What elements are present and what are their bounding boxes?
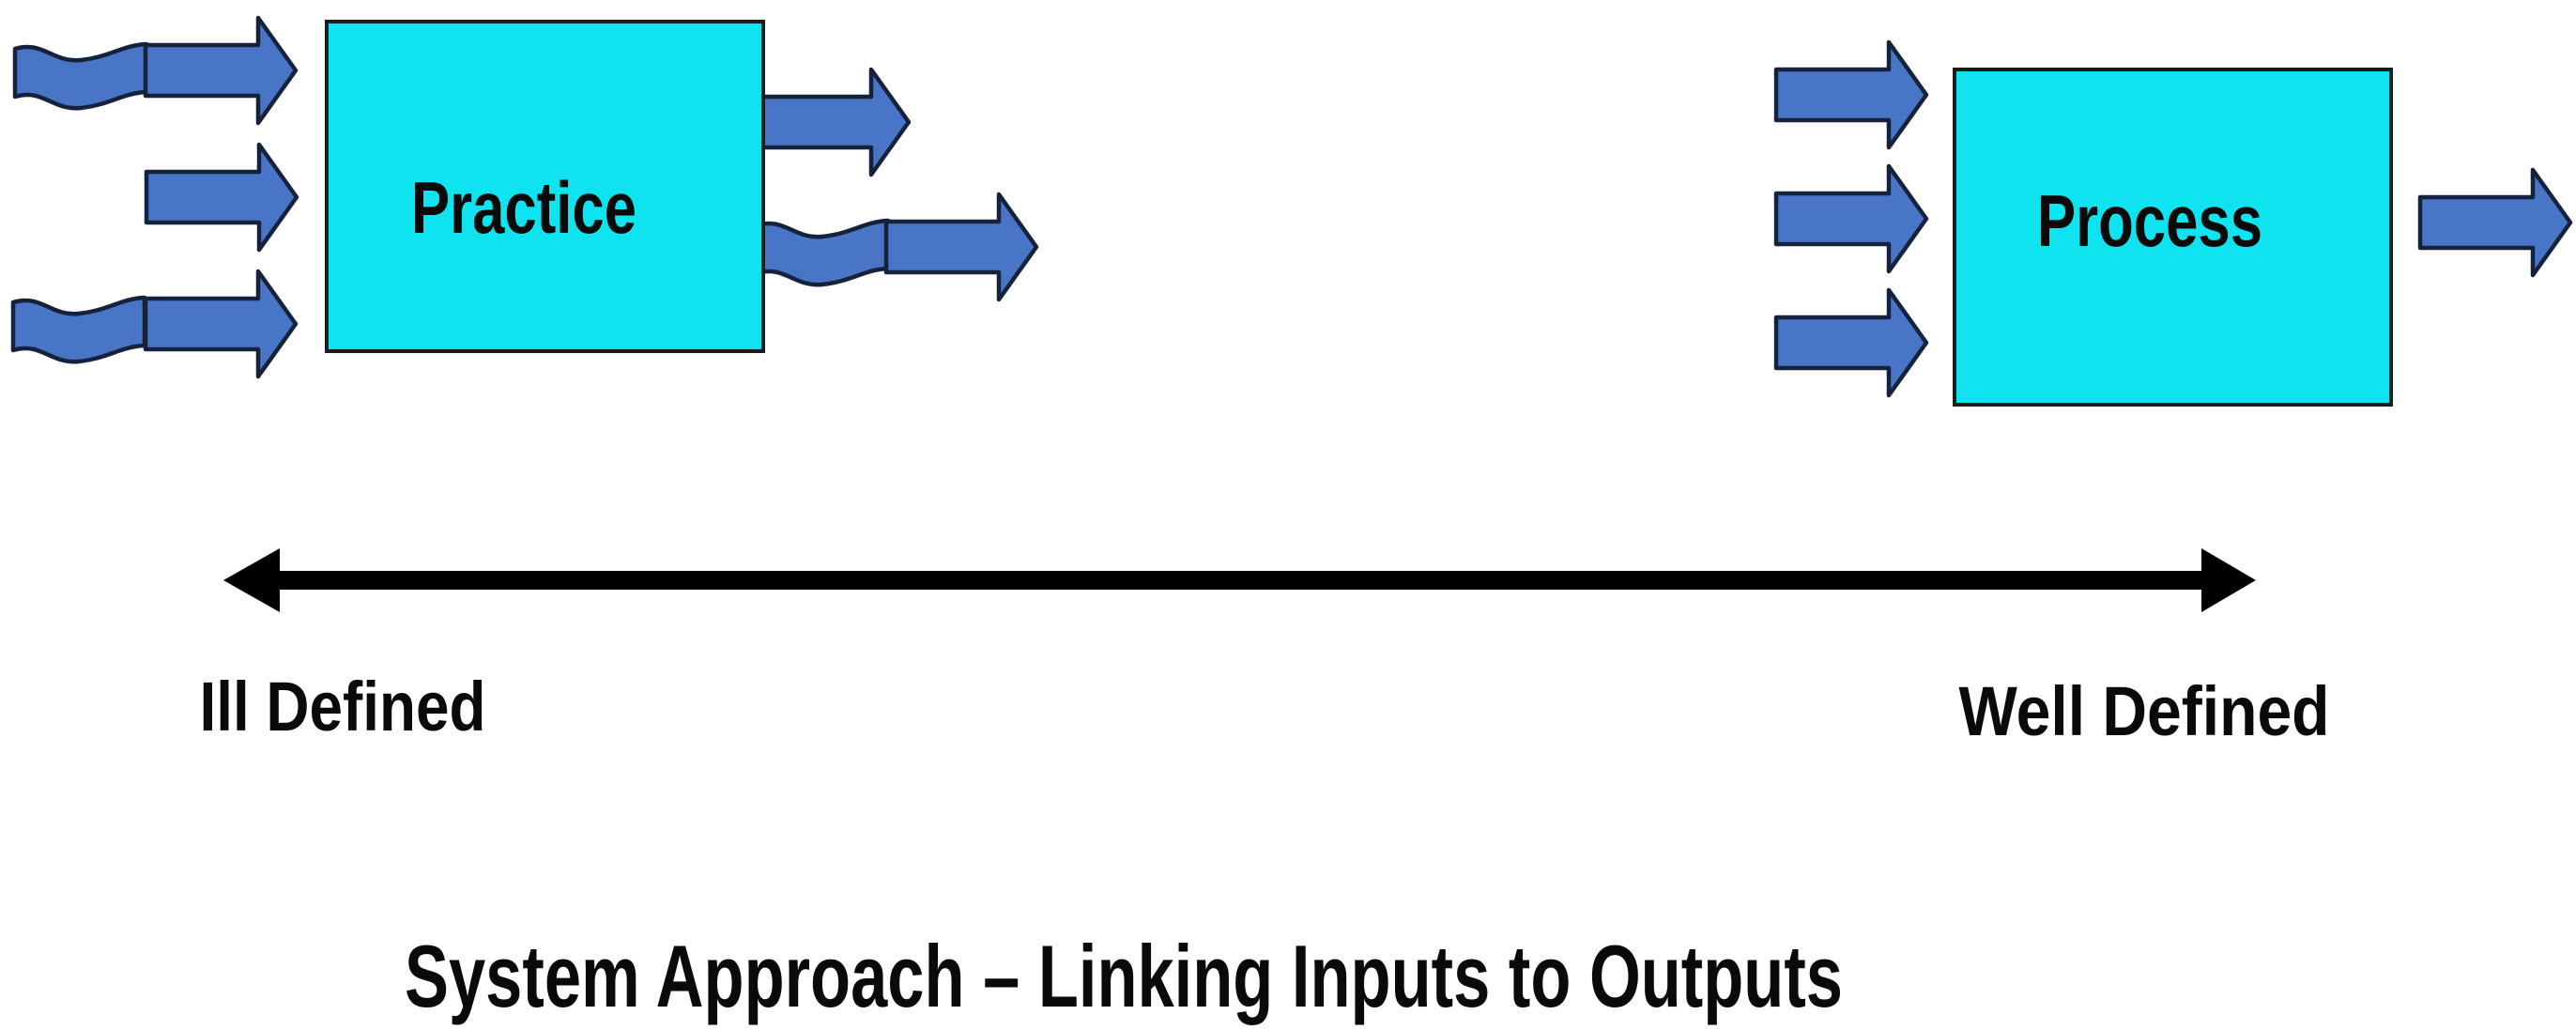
diagram-title: System Approach – Linking Inputs to Outp…	[405, 927, 1843, 1025]
process-system: Process	[1776, 42, 2570, 407]
definition-spectrum: Ill Defined Well Defined	[200, 548, 2330, 750]
practice-box-label: Practice	[411, 166, 636, 249]
wavy-input-icon	[13, 298, 145, 361]
process-box-label: Process	[2037, 179, 2262, 262]
block-arrow-input-icon	[1776, 166, 1926, 271]
process-box	[1953, 68, 2393, 407]
practice-box	[325, 20, 765, 353]
block-arrow-output-icon	[2420, 170, 2570, 275]
block-arrow-input-icon	[1776, 42, 1926, 147]
block-arrow-input-icon	[146, 271, 296, 377]
practice-system: Practice	[13, 18, 1036, 377]
well-defined-label: Well Defined	[1959, 672, 2330, 750]
ill-defined-label: Ill Defined	[200, 668, 486, 746]
wavy-input-icon	[15, 44, 146, 108]
wavy-output-icon	[757, 221, 888, 284]
block-arrow-input-icon	[146, 18, 296, 123]
double-headed-arrow-icon	[223, 548, 2256, 612]
block-arrow-input-icon	[146, 145, 297, 250]
block-arrow-output-icon	[886, 194, 1036, 300]
block-arrow-input-icon	[1776, 290, 1926, 395]
block-arrow-output-icon	[759, 69, 909, 175]
